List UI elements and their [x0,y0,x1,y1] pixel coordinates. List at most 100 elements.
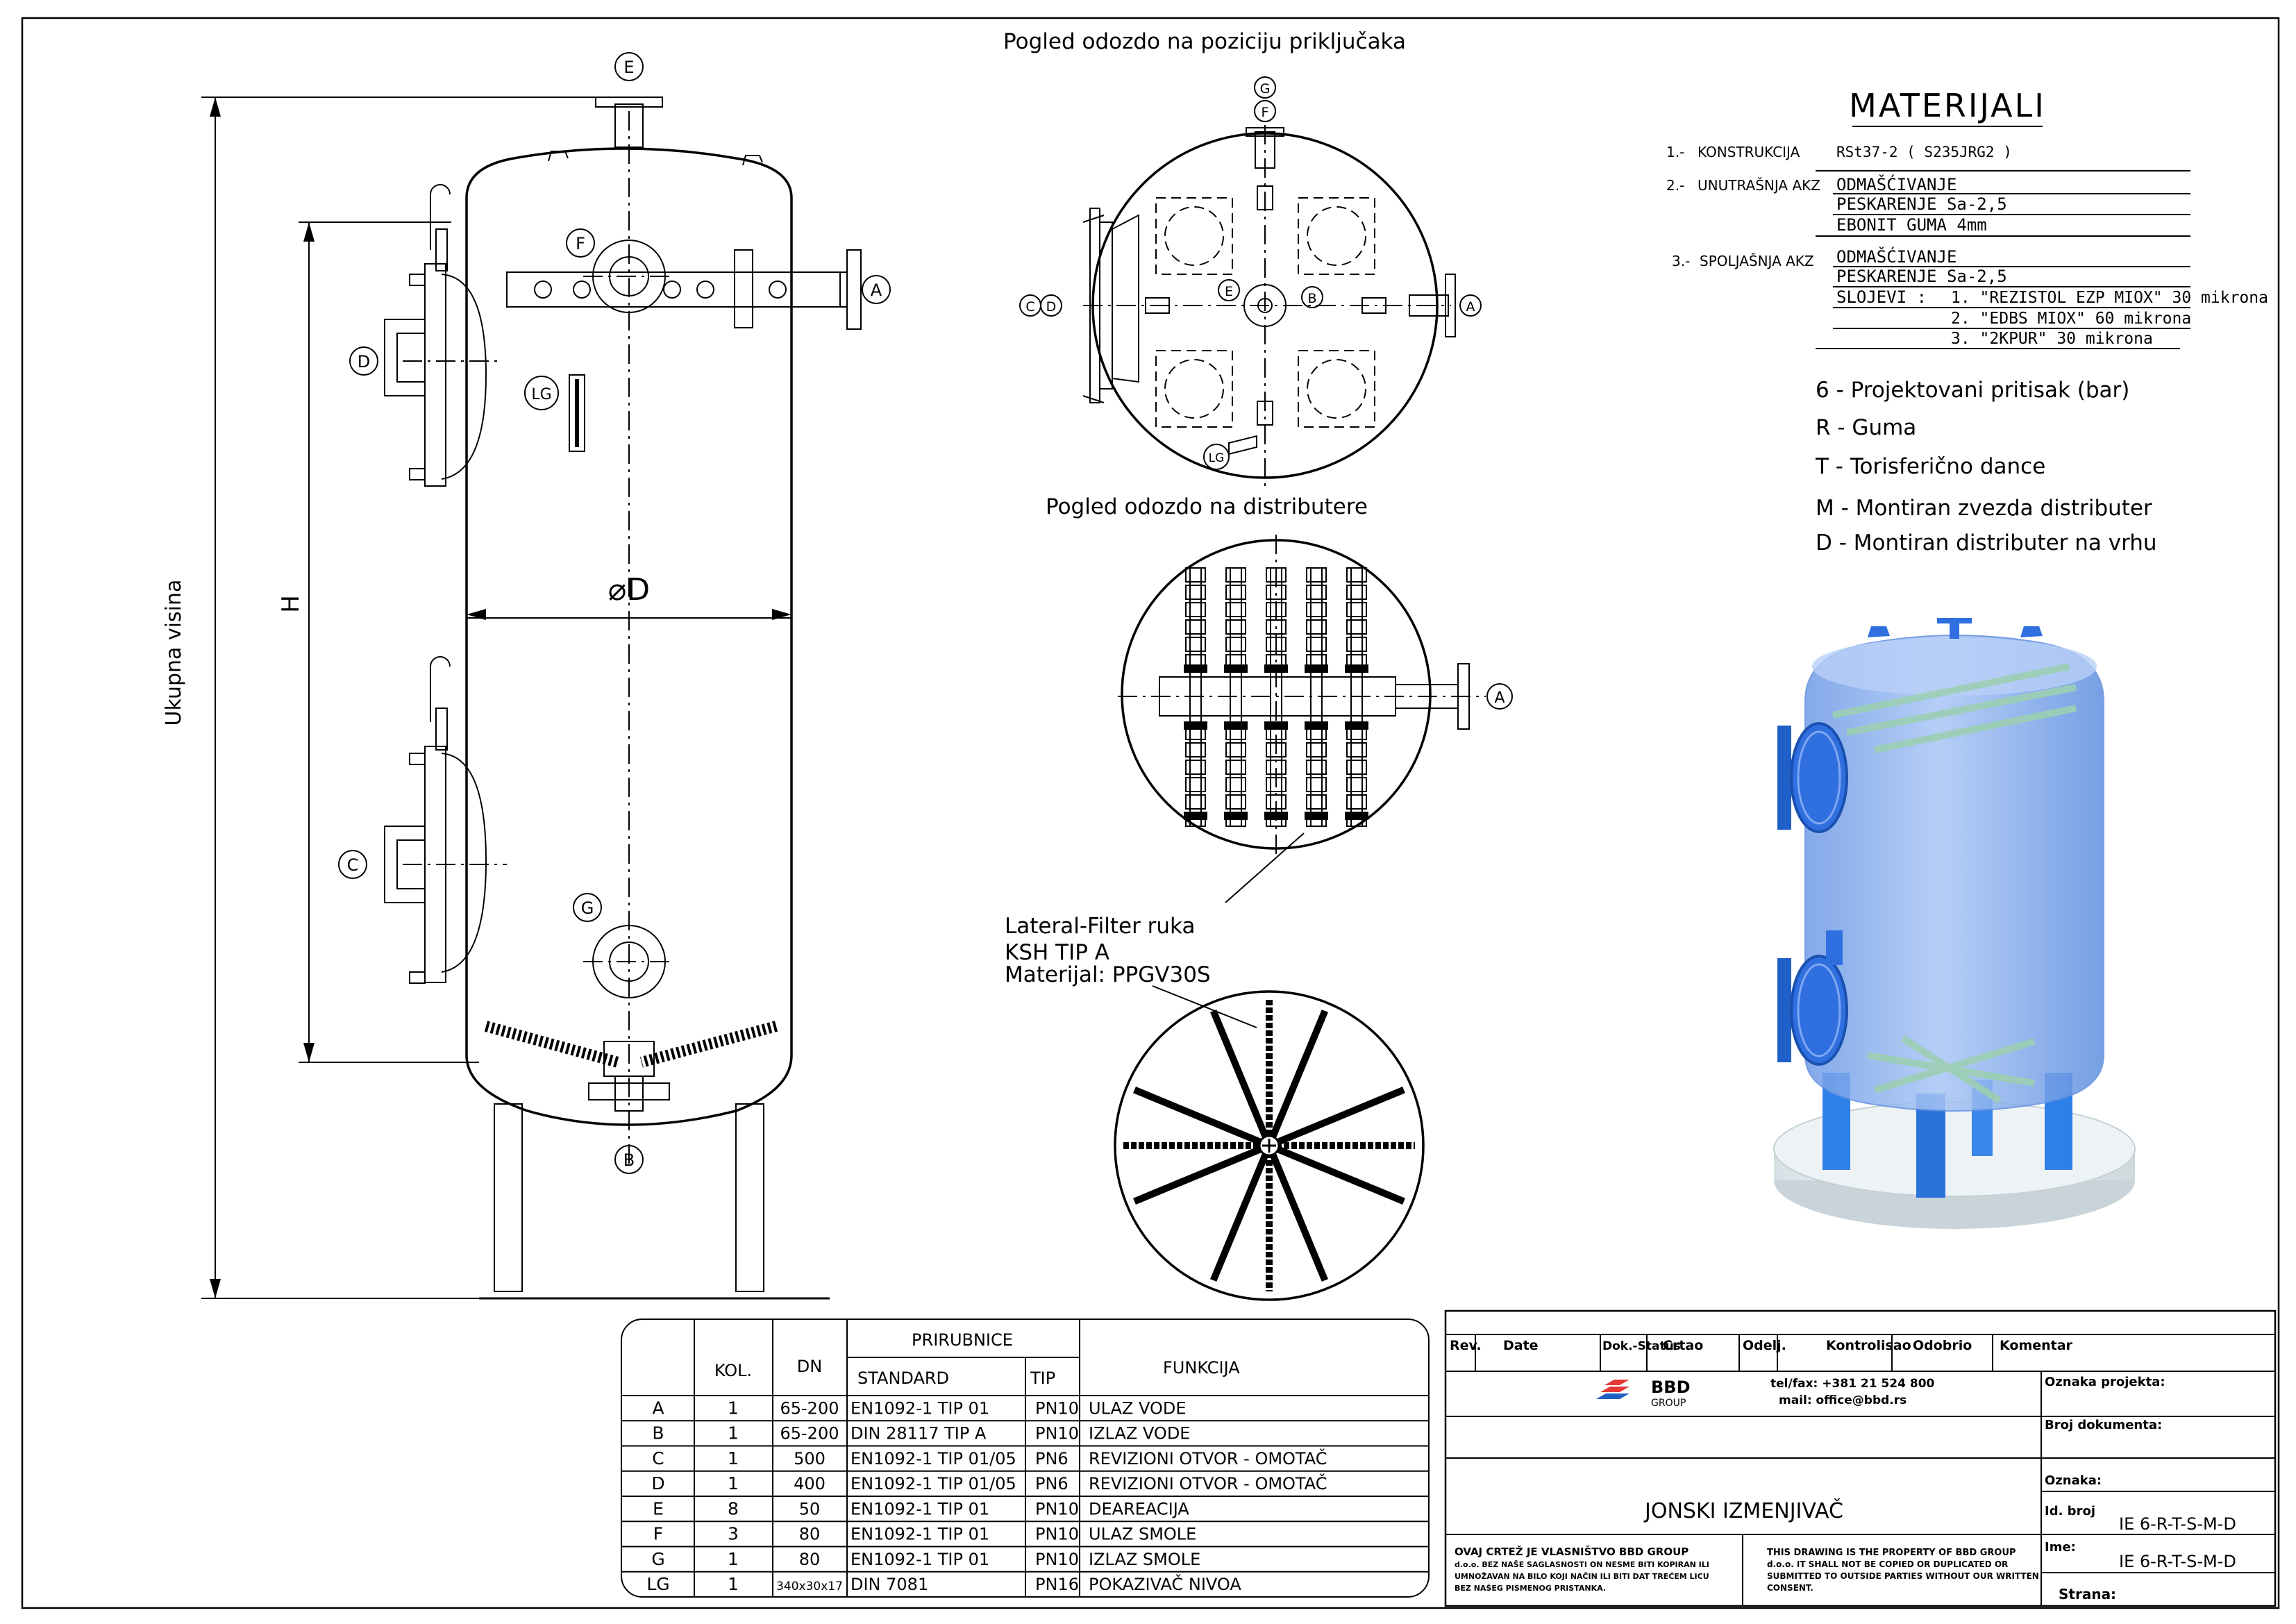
cell-dn: 80 [799,1550,821,1569]
company-sub: GROUP [1651,1398,1686,1409]
flange-table: KOL. DN PRIRUBNICE STANDARD TIP FUNKCIJA… [621,1319,1430,1598]
hdr-crtao: Crtao [1663,1338,1703,1353]
cell-dn: 65-200 [780,1398,839,1418]
material-3-line-1: ODMAŠĆIVANJE [1836,246,1956,267]
vessel-side-view [201,97,862,1300]
notice-sr-4: BEZ NAŠEG PISMENOG PRISTANKA. [1455,1584,1606,1593]
materials-block: MATERIJALI 1.- KONSTRUKCIJA RSt37-2 ( S2… [1666,87,2268,349]
cell-standard: DIN 7081 [850,1575,928,1594]
cell-kol: 1 [728,1398,739,1418]
label-id: Id. broj [2045,1504,2095,1518]
cell-kol: 1 [728,1423,739,1443]
hdr-rev: Rev. [1450,1338,1482,1353]
svg-text:C: C [347,855,359,875]
cell-kol: 3 [728,1524,739,1544]
cell-id: C [652,1448,664,1468]
hdr-status: Dok.-Status [1602,1339,1681,1353]
material-1-value: RSt37-2 ( S235JRG2 ) [1836,144,2012,160]
material-2-line-1: ODMAŠĆIVANJE [1836,174,1956,194]
table-row: B 1 65-200 DIN 28117 TIP A PN10 IZLAZ VODE [621,1423,1429,1447]
top-view-connections [1082,125,1456,486]
tag-lg-side: LG [524,376,559,410]
cell-funkcija: REVIZIONI OTVOR - OMOTAČ [1089,1473,1327,1493]
cell-standard: EN1092-1 TIP 01 [850,1398,989,1418]
tag-a-distributor: A [1486,683,1513,710]
tag-f-top: F [1254,100,1276,122]
notice-en-3: SUBMITTED TO OUTSIDE PARTIES WITHOUT OUR… [1767,1571,2039,1581]
tag-f-side: F [566,228,595,258]
tag-d-side: D [349,346,378,376]
vessel-3d-render [1773,618,2136,1229]
sheet-border [21,17,2280,1609]
header-prirubnice: PRIRUBNICE [912,1330,1013,1350]
hdr-odelj: Odelj. [1743,1338,1786,1353]
header-standard: STANDARD [857,1368,949,1388]
cell-standard: EN1092-1 TIP 01 [850,1525,989,1544]
cell-tip: PN10 [1035,1424,1079,1443]
cell-dn: 65-200 [780,1424,839,1443]
material-3-line-2: PESKARENJE Sa-2,5 [1836,267,2007,286]
company-name: BBD [1651,1378,1691,1397]
cell-funkcija: IZLAZ SMOLE [1089,1550,1200,1569]
tag-g-side: G [573,893,602,922]
legend-item-5: D - Montiran distributer na vrhu [1816,530,2157,555]
label-page: Strana: [2059,1586,2116,1602]
dim-height: H [277,595,305,613]
tag-e-top: E [1218,279,1240,301]
cell-funkcija: IZLAZ VODE [1089,1424,1190,1443]
svg-text:F: F [576,234,585,253]
legend-item-1: 6 - Projektovani pritisak (bar) [1816,378,2129,403]
cell-id: B [652,1423,664,1443]
coats-label: SLOJEVI : [1836,287,1927,307]
dim-diameter: ⌀D [608,572,650,608]
top-view-distributors [1118,535,1486,854]
cell-standard: EN1092-1 TIP 01 [850,1550,989,1569]
cell-dn: 400 [794,1474,826,1493]
label-doc-no: Broj dokumenta: [2045,1418,2162,1432]
svg-text:A: A [871,281,882,300]
material-2-line-3: EBONIT GUMA 4mm [1836,215,1987,235]
cell-standard: DIN 28117 TIP A [850,1424,987,1443]
cell-funkcija: DEAREACIJA [1089,1499,1189,1518]
material-2-num: 2.- [1666,177,1684,194]
dim-total-height: Ukupna visina [162,580,186,726]
label-project: Oznaka projekta: [2045,1375,2165,1389]
cell-kol: 8 [728,1498,739,1518]
cell-kol: 1 [728,1473,739,1493]
hdr-date: Date [1503,1338,1539,1353]
material-1-num: 1.- [1666,144,1684,160]
material-1-label: KONSTRUKCIJA [1698,144,1800,160]
svg-text:C: C [1025,299,1034,315]
tag-g-top: G [1254,76,1276,99]
hdr-komentar: Komentar [2000,1338,2073,1353]
svg-text:B: B [623,1150,635,1170]
coat-3: 3. "2KPUR" 30 mikrona [1951,330,2153,348]
cell-dn: 500 [794,1449,826,1468]
notice-sr-2: d.o.o. BEZ NAŠE SAGLASNOSTI ON NESME BIT… [1455,1560,1709,1569]
tag-a-top: A [1459,294,1482,317]
tag-b-side: B [614,1145,644,1174]
title-block: Rev. Date Dok.-Status Crtao Odelj. Kontr… [1444,1309,2277,1607]
name-value: IE 6-R-T-S-M-D [2119,1552,2236,1571]
view-title-connections: Pogled odozdo na poziciju priključaka [1003,29,1406,54]
cell-tip: PN10 [1035,1499,1079,1518]
label-mark: Oznaka: [2045,1473,2102,1488]
cell-tip: PN6 [1035,1474,1069,1493]
cell-dn: 80 [799,1525,821,1544]
legend-block: 6 - Projektovani pritisak (bar) R - Guma… [1815,378,2157,555]
lateral-note-title: Lateral-Filter ruka [1005,914,1195,939]
legend-item-3: T - Torisferično dance [1815,454,2045,479]
svg-text:D: D [1046,299,1057,315]
svg-text:LG: LG [531,386,551,403]
cell-dn: 50 [799,1499,821,1518]
lateral-leader-line [1225,832,1305,903]
notice-en-4: CONSENT. [1767,1583,1813,1593]
contact-tel: tel/fax: +381 21 524 800 [1770,1377,1935,1391]
cell-funkcija: ULAZ SMOLE [1089,1525,1196,1544]
